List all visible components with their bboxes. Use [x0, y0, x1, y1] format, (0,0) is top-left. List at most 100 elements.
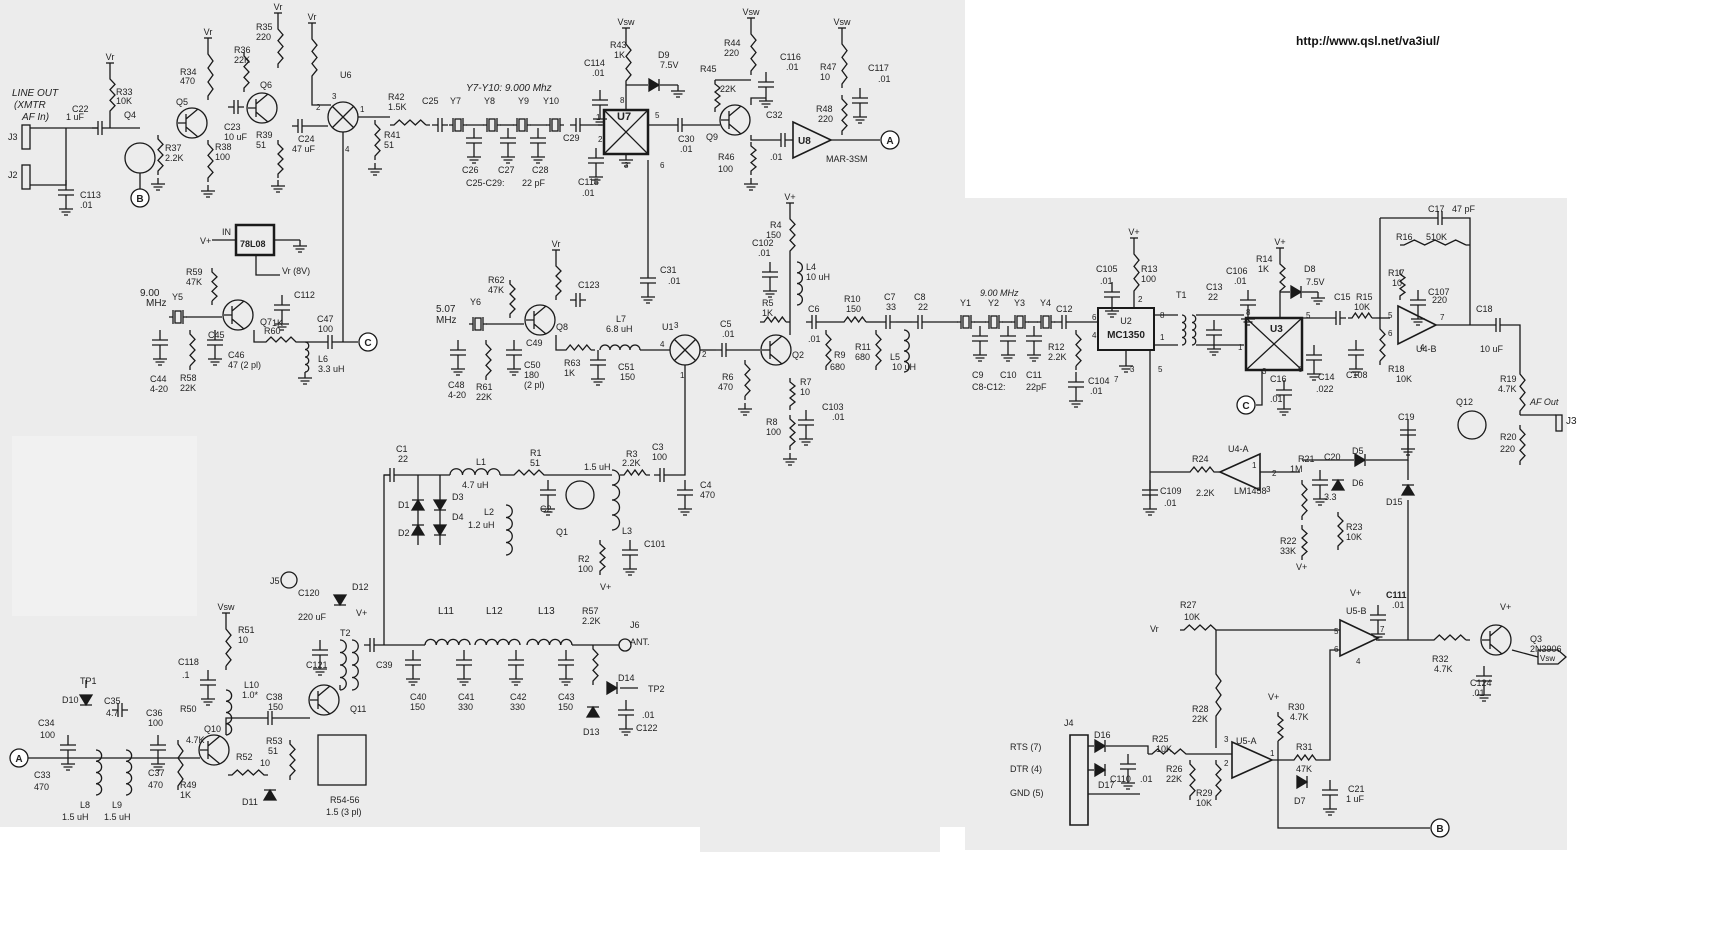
label-text: 10K — [1196, 798, 1212, 808]
connector-C — [1236, 395, 1256, 415]
ground-symbol — [973, 349, 987, 362]
resistor-symbol — [1379, 325, 1386, 365]
ground-symbol — [1001, 349, 1015, 362]
ground-symbol — [507, 363, 521, 376]
label-text: C3 — [652, 442, 664, 452]
resistor-symbol — [788, 378, 797, 410]
capacitor-symbol — [456, 650, 472, 673]
label-text: 3.3 uH — [318, 364, 345, 374]
resistor-symbol — [177, 740, 184, 790]
resistor-symbol — [225, 625, 232, 670]
ground-symbol — [201, 185, 215, 198]
regulator-symbol — [234, 223, 276, 257]
label-text: 4.7K — [1434, 664, 1453, 674]
label-text: L8 — [80, 800, 90, 810]
capacitor-symbol — [312, 640, 328, 663]
transistor-symbol — [760, 334, 792, 366]
label-text: C30 — [678, 134, 695, 144]
label-text: .01 — [758, 248, 771, 258]
label-text: V+ — [600, 582, 611, 592]
label-text: 4.7 uH — [462, 480, 489, 490]
ground-symbol — [151, 178, 165, 191]
label-text: 3.3 — [1324, 492, 1337, 502]
ground-symbol — [1241, 313, 1255, 326]
label-text: 1K — [1258, 264, 1269, 274]
label-text: 10 uH — [806, 272, 830, 282]
ground-symbol — [853, 111, 867, 124]
label-text: C107 — [1428, 287, 1450, 297]
ic-symbol — [603, 109, 649, 155]
jack-symbol — [1555, 414, 1563, 432]
label-text: 2 — [1138, 295, 1143, 304]
capacitor-symbol — [228, 100, 244, 114]
label-text: L5 — [890, 352, 900, 362]
mixer-symbol — [332, 106, 354, 128]
label-text: .01 — [770, 152, 783, 162]
supply-label: Vr — [204, 27, 213, 37]
amplifier-symbol — [1339, 618, 1380, 658]
label-text: .01 — [832, 412, 845, 422]
ground-symbol — [1313, 493, 1327, 506]
capacitor-symbol — [450, 340, 466, 363]
label-text: .01 — [1164, 498, 1177, 508]
label-text: Q6 — [260, 80, 272, 90]
label-text: L4 — [806, 262, 816, 272]
fet-symbol — [124, 142, 156, 174]
label-text: 6 — [660, 161, 665, 170]
wire — [1506, 324, 1521, 370]
label-text: 2 — [1224, 759, 1229, 768]
label-text: C12 — [1056, 304, 1073, 314]
resistor-symbol — [262, 336, 300, 343]
label-text: 22K — [476, 392, 492, 402]
label-text: C22 — [72, 104, 89, 114]
label-text: 22K — [234, 55, 250, 65]
label-text: R38 — [215, 142, 232, 152]
transistor-symbol — [222, 299, 254, 331]
label-text: R29 — [1196, 788, 1213, 798]
resistor-symbol — [243, 52, 250, 92]
diode-symbol — [432, 499, 448, 512]
label-text: U5-B — [1346, 606, 1367, 616]
capacitor-symbol — [1370, 605, 1386, 628]
transistor-symbol — [1482, 625, 1503, 655]
label-text: 22K — [1166, 774, 1182, 784]
label-text: 680 — [855, 352, 870, 362]
label-text: 1 — [1160, 333, 1165, 342]
label-text: C24 — [298, 134, 315, 144]
label-text: RTS (7) — [1010, 742, 1041, 752]
transistor-symbol — [176, 107, 208, 139]
label-text: R57 — [582, 606, 599, 616]
ground-symbol — [1207, 343, 1221, 356]
inductor-symbol — [351, 639, 359, 691]
resistor-symbol — [562, 343, 595, 352]
resistor-symbol — [1133, 250, 1140, 295]
crystal-symbol — [483, 118, 501, 132]
ground-symbol — [1411, 313, 1425, 326]
transistor-symbol — [200, 735, 221, 765]
label-text: Y9 — [518, 96, 529, 106]
capacitor-symbol — [654, 468, 670, 482]
supply-label: V+ — [784, 192, 795, 202]
label-text: 8 — [620, 96, 625, 105]
ground-symbol — [201, 693, 215, 706]
ic-symbol — [1097, 307, 1155, 351]
label-text: 1 uF — [66, 112, 85, 122]
label-text: C23 — [224, 122, 241, 132]
wire — [555, 335, 562, 351]
resistor-symbol — [750, 30, 757, 75]
supply-label: Vsw — [833, 17, 851, 27]
label-text: L11 — [438, 606, 454, 617]
resistor-symbol — [1430, 634, 1470, 641]
resistor-symbol — [841, 40, 848, 88]
label-text: 150 — [846, 304, 861, 314]
capacitor-symbol — [152, 330, 168, 353]
label-text: 1.5 (3 pl) — [326, 807, 362, 817]
diode-symbol — [1094, 762, 1107, 778]
label-text: C28 — [532, 165, 549, 175]
ground-symbol — [151, 758, 165, 771]
wire — [1277, 745, 1430, 829]
label-text: Y2 — [988, 298, 999, 308]
inductor-symbol — [125, 749, 133, 796]
jack-symbol — [21, 124, 31, 150]
label-text: R10 — [844, 294, 861, 304]
